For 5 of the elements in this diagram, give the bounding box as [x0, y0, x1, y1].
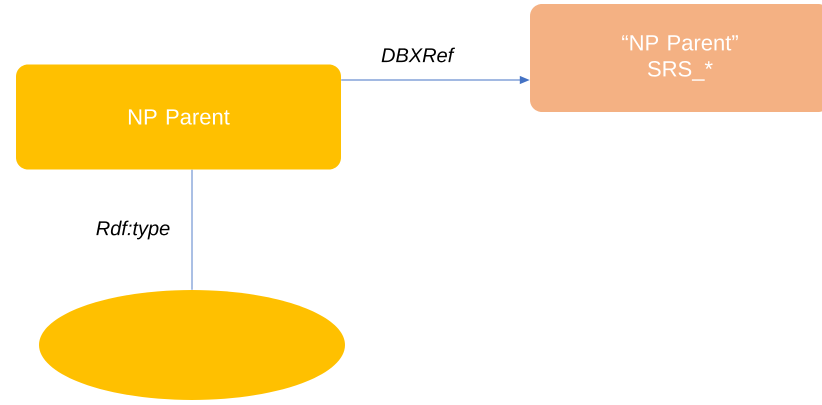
process-box: NP Parent [16, 64, 341, 170]
process-box: “NP Parent” SRS_* [530, 4, 822, 112]
ellipse-shape [39, 290, 345, 400]
edge-label: Rdf:type [94, 220, 172, 240]
edge-label: DBXRef [380, 46, 456, 64]
